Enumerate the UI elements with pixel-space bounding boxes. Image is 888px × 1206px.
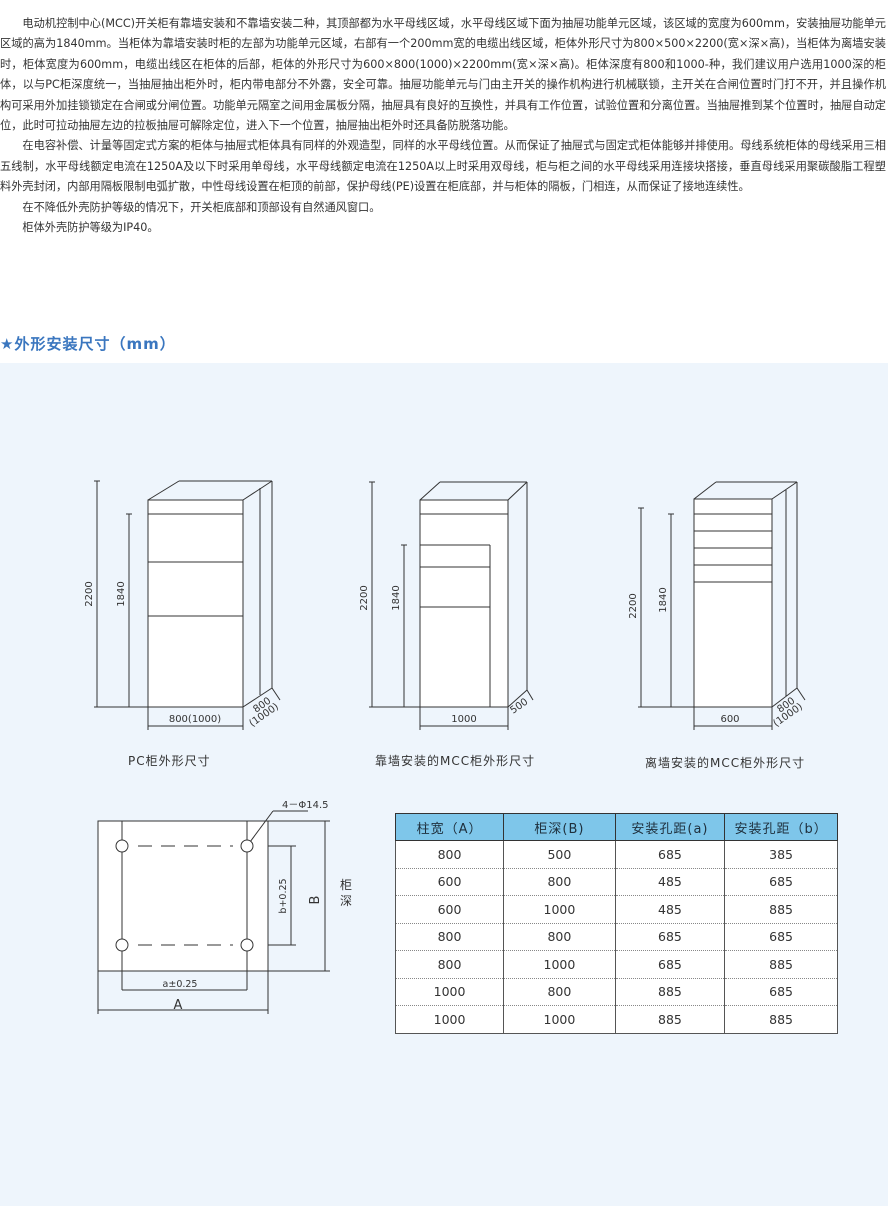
table-cell: 600 — [394, 895, 505, 924]
table-cell: 600 — [394, 868, 505, 896]
column-header: 安装孔距(a) — [614, 813, 726, 841]
mcc-wall-caption: 靠墙安装的MCC柜外形尺寸 — [375, 754, 536, 768]
table-cell: 685 — [724, 868, 838, 896]
table-cell: 500 — [503, 840, 616, 869]
table-cell: 885 — [724, 895, 838, 924]
a-dimension-label: A — [174, 998, 183, 1013]
star-icon: ★ — [0, 335, 15, 353]
table-cell: 885 — [614, 978, 726, 1006]
a-tolerance-label: a±0.25 — [163, 979, 198, 990]
pc-height-label: 2200 — [84, 581, 95, 606]
table-cell: 800 — [503, 978, 616, 1006]
table-cell: 885 — [614, 1005, 726, 1034]
b-tolerance-label: b+0.25 — [278, 878, 289, 913]
column-header: 柱宽（A） — [394, 813, 505, 841]
column-header: 安装孔距（b） — [724, 813, 838, 841]
table-header-row: 柱宽（A） 柜深(B) 安装孔距(a) 安装孔距（b） — [394, 813, 838, 841]
column-header: 柜深(B) — [503, 813, 616, 841]
mcc-free-cabinet-drawing: 2200 1840 600 800 (1000) — [628, 481, 806, 730]
pc-caption: PC柜外形尺寸 — [128, 754, 211, 768]
intro-text: 电动机控制中心(MCC)开关柜有靠墙安装和不靠墙安装二种，其顶部都为水平母线区域… — [0, 14, 886, 238]
mcc-free-inner-height-label: 1840 — [658, 587, 669, 612]
mounting-hole-icon — [240, 839, 254, 853]
mcc-wall-cabinet-drawing: 2200 1840 1000 500 — [359, 481, 534, 730]
table-cell: 1000 — [394, 978, 505, 1006]
table-cell: 485 — [614, 895, 726, 924]
table-cell: 685 — [614, 923, 726, 951]
intro-paragraph-2: 在电容补偿、计量等固定式方案的柜体与抽屉式柜体具有同样的外观造型，同样的水平母线… — [0, 139, 886, 194]
mcc-free-width-label: 600 — [720, 714, 739, 725]
table-cell: 800 — [394, 950, 505, 979]
table-cell: 800 — [394, 840, 505, 869]
mcc-free-height-label: 2200 — [628, 593, 639, 618]
mcc-free-caption: 离墙安装的MCC柜外形尺寸 — [645, 756, 806, 770]
mcc-wall-width-label: 1000 — [451, 714, 476, 725]
table-cell: 800 — [394, 923, 505, 951]
depth-char-2: 深 — [340, 894, 352, 908]
pc-width-label: 800(1000) — [169, 714, 221, 725]
b-dimension-label: B — [308, 896, 323, 905]
table-cell: 485 — [614, 868, 726, 896]
table-cell: 685 — [724, 923, 838, 951]
table-cell: 885 — [724, 950, 838, 979]
table-cell: 685 — [614, 950, 726, 979]
table-cell: 800 — [503, 923, 616, 951]
mounting-plan-drawing: 4－Φ14.5 a±0.25 A b+0.25 B 柜 深 — [97, 800, 352, 1014]
intro-paragraph-3: 在不降低外壳防护等级的情况下，开关柜底部和顶部设有自然通风窗口。 — [22, 200, 381, 214]
mounting-hole-icon — [115, 839, 129, 853]
intro-paragraph-1: 电动机控制中心(MCC)开关柜有靠墙安装和不靠墙安装二种，其顶部都为水平母线区域… — [0, 17, 886, 133]
section-heading: ★外形安装尺寸（mm） — [0, 333, 176, 354]
hole-spec-label: 4－Φ14.5 — [282, 800, 329, 811]
intro-paragraph-4: 柜体外壳防护等级为IP40。 — [22, 221, 159, 235]
table-cell: 385 — [724, 840, 838, 869]
mcc-wall-height-label: 2200 — [359, 585, 370, 610]
table-cell: 1000 — [503, 895, 616, 924]
mcc-wall-inner-height-label: 1840 — [391, 585, 402, 610]
table-cell: 1000 — [394, 1005, 505, 1034]
table-cell: 1000 — [503, 950, 616, 979]
depth-char-1: 柜 — [340, 878, 352, 892]
mcc-wall-depth-label: 500 — [508, 696, 530, 716]
section-title: 外形安装尺寸（mm） — [14, 335, 176, 353]
table-cell: 800 — [503, 868, 616, 896]
pc-cabinet-drawing: 2200 1840 800(1000) 800 (1000) — [84, 480, 281, 730]
table-cell: 685 — [614, 840, 726, 869]
mounting-hole-icon — [115, 938, 129, 952]
mounting-hole-icon — [240, 938, 254, 952]
table-cell: 685 — [724, 978, 838, 1006]
table-cell: 885 — [724, 1005, 838, 1034]
table-cell: 1000 — [503, 1005, 616, 1034]
pc-inner-height-label: 1840 — [116, 581, 127, 606]
